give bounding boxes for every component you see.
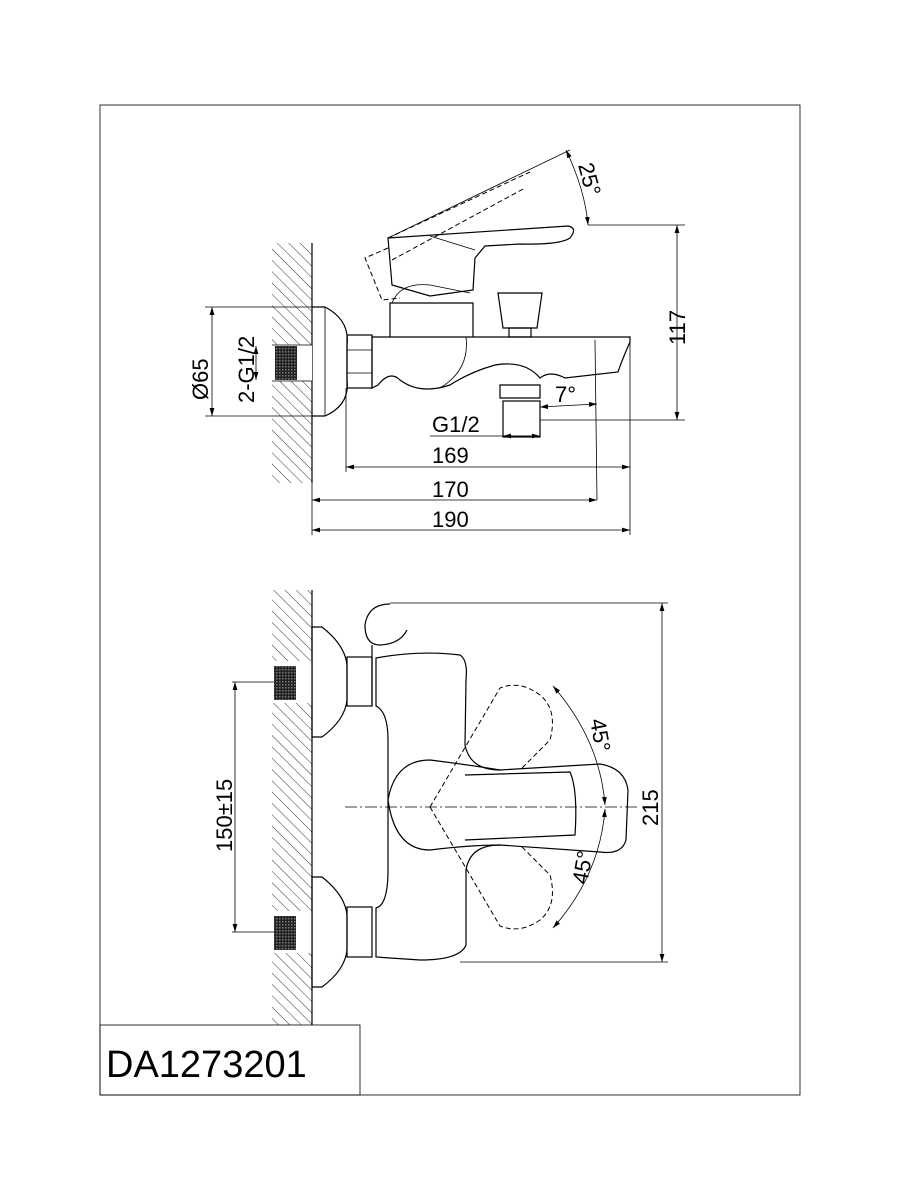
diverter-knob	[497, 292, 543, 329]
dim-outlet-thread: G1/2	[432, 412, 480, 437]
dim-flange-diameter: Ø65	[188, 358, 213, 400]
model-number: DA1273201	[106, 1044, 307, 1086]
dim-overall-height: 215	[638, 789, 663, 826]
drawing-border	[99, 104, 801, 1096]
mixer-body	[375, 652, 629, 961]
wall-hatch	[272, 590, 312, 1025]
front-view: 45° 45° 215 150±15	[212, 590, 668, 1025]
dim-169: 169	[432, 443, 469, 468]
shower-hook	[364, 603, 408, 706]
inlet-thread-top	[274, 666, 296, 700]
dim-inlet-thread: 2-G1/2	[234, 336, 259, 403]
hex-nut	[346, 334, 373, 389]
lever	[387, 225, 575, 297]
dim-spout-angle: 7°	[555, 382, 576, 407]
title-block	[99, 1024, 361, 1096]
dim-190: 190	[432, 507, 469, 532]
dim-rotation-up: 45°	[585, 717, 615, 754]
side-view: 117 25° Ø65 2-G1/2 7° G1/2 169 170 190	[188, 149, 690, 535]
dim-117: 117	[665, 310, 690, 345]
mixer-body	[371, 336, 631, 390]
inlet-thread	[275, 346, 297, 380]
inlet-thread-bottom	[274, 916, 296, 950]
dim-lever-angle: 25°	[573, 160, 606, 199]
dim-rotation-down: 45°	[567, 849, 597, 886]
dim-inlet-spacing: 150±15	[212, 779, 237, 852]
outlet-connector	[502, 400, 541, 438]
dim-170: 170	[432, 477, 469, 502]
